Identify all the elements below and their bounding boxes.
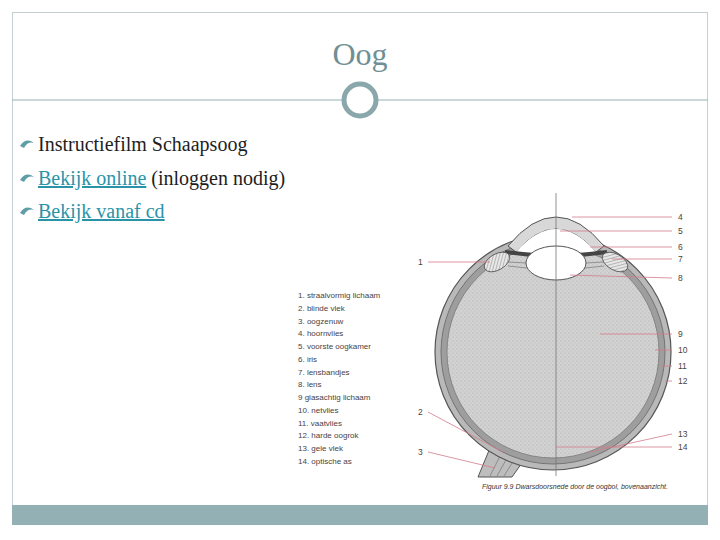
bullet-text: (inloggen nodig)	[151, 167, 285, 190]
bullet-glyphs	[20, 141, 34, 215]
part-name: 4. hoornvlies	[298, 329, 343, 339]
leader-line	[661, 366, 672, 367]
part-name: 14. optische as	[298, 457, 352, 467]
part-name: 13. gele vlek	[298, 444, 343, 454]
bullet-glyph	[20, 175, 34, 182]
part-name: 10. netvlies	[298, 406, 338, 416]
part-name: 6. iris	[298, 355, 317, 365]
title-ring	[344, 84, 376, 116]
eye-illustration	[428, 193, 672, 477]
leader-line	[556, 447, 672, 448]
bullet-glyph	[20, 208, 34, 215]
choroid	[441, 240, 665, 464]
callout-number: 14	[678, 442, 687, 452]
leader-line	[590, 434, 672, 452]
part-name: 3. oogzenuw	[298, 317, 343, 327]
leader-line	[590, 247, 672, 248]
footer-bar	[12, 505, 708, 525]
leader-line	[428, 262, 490, 263]
leader-line	[655, 350, 672, 351]
leader-line	[612, 259, 672, 260]
callout-number: 1	[418, 257, 423, 267]
callout-number: 10	[678, 345, 687, 355]
callout-number: 3	[418, 447, 423, 457]
slide-title: Oog	[0, 36, 720, 73]
link-text: Bekijk online	[38, 167, 146, 190]
part-name: 8. lens	[298, 380, 322, 390]
leader-line	[665, 381, 672, 382]
callout-number: 12	[678, 376, 687, 386]
callout-number: 11	[678, 361, 687, 371]
callout-number: 4	[678, 212, 683, 222]
leader-line	[428, 452, 495, 468]
optical-axis	[556, 193, 557, 476]
leader-line	[428, 412, 503, 452]
part-name: 11. vaatvlies	[298, 419, 342, 429]
callout-number: 9	[678, 329, 683, 339]
callout-number: 7	[678, 254, 683, 264]
leader-line	[600, 334, 672, 335]
vitreous-body	[447, 246, 659, 458]
figure-caption: Figuur 9.9 Dwarsdoorsnede door de oogbol…	[482, 482, 668, 491]
callout-number: 13	[678, 429, 687, 439]
callout-number: 2	[418, 407, 423, 417]
leader-line	[572, 217, 672, 218]
link-text: Bekijk vanaf cd	[38, 200, 165, 223]
callout-number: 5	[678, 226, 683, 236]
part-name: 12. harde oogrok	[298, 431, 359, 441]
leader-line	[570, 275, 672, 278]
part-name: 1. straalvormig lichaam	[298, 291, 380, 301]
part-name: 2. blinde vlek	[298, 304, 345, 314]
leader-lines	[428, 217, 672, 468]
leader-line	[560, 231, 672, 232]
part-name: 7. lensbandjes	[298, 368, 350, 378]
bullet-glyph	[20, 141, 34, 148]
part-name: 9 glasachtig lichaam	[298, 393, 370, 403]
callout-number: 8	[678, 273, 683, 283]
callout-number: 6	[678, 242, 683, 252]
part-name: 5. voorste oogkamer	[298, 342, 371, 352]
bullet-text: Instructiefilm Schaapsoog	[38, 133, 247, 156]
slide-frame	[13, 13, 708, 525]
